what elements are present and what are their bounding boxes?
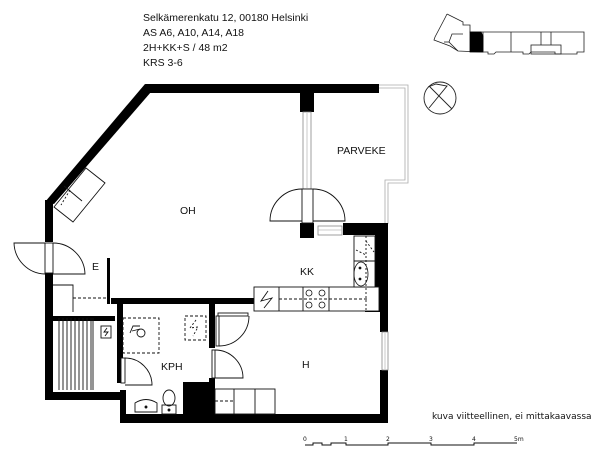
address: Selkämerenkatu 12, 00180 Helsinki [143, 12, 309, 24]
kitchen-counter [253, 235, 380, 312]
room-label-kitchenette: KK [300, 266, 314, 278]
entrance-door[interactable] [13, 242, 86, 275]
north-arrow-icon [423, 81, 457, 115]
bedroom-wardrobe [214, 388, 276, 415]
walls [45, 84, 388, 423]
bathroom-door[interactable] [120, 357, 153, 386]
floor-range: KRS 3-6 [143, 57, 183, 69]
electric-panel-icon [259, 290, 274, 309]
balcony-outline [379, 84, 409, 224]
stove-icon [305, 289, 326, 309]
apartment-layout-size: 2H+KK+S / 48 m2 [143, 42, 228, 54]
room-label-balcony: PARVEKE [337, 145, 386, 157]
scale-tick-3: 3 [429, 436, 433, 443]
room-label-bathroom: KPH [161, 361, 183, 373]
apartment-numbers: AS A6, A10, A14, A18 [143, 27, 245, 39]
disclaimer-note: kuva viitteellinen, ei mittakaavassa [432, 412, 592, 422]
room-label-living-room: OH [180, 205, 196, 217]
building-key-plan [433, 13, 585, 55]
scale-tick-1: 1 [344, 436, 348, 443]
room-label-entrance: E [92, 261, 99, 273]
wardrobe [53, 167, 106, 223]
bedroom-door[interactable] [215, 312, 250, 347]
scale-tick-5: 5m [514, 436, 524, 443]
balcony-door[interactable] [269, 188, 346, 224]
sauna-heater-icon [100, 325, 112, 339]
entrance-closet [53, 284, 107, 312]
sink-icon [353, 261, 369, 287]
scale-tick-0: 0 [303, 436, 307, 443]
toilet-icon [161, 389, 177, 415]
closet-door[interactable] [211, 349, 244, 379]
washing-machine-icon [122, 317, 160, 354]
scale-tick-2: 2 [386, 436, 390, 443]
electric-panel-icon [184, 315, 207, 341]
room-label-bedroom: H [302, 359, 310, 371]
washbasin-icon [134, 399, 158, 413]
windows [302, 111, 389, 371]
apartment-info: Selkämerenkatu 12, 00180 Helsinki AS A6,… [143, 11, 308, 71]
scale-bar [305, 442, 517, 446]
sauna-bench [58, 318, 94, 390]
scale-tick-4: 4 [472, 436, 476, 443]
